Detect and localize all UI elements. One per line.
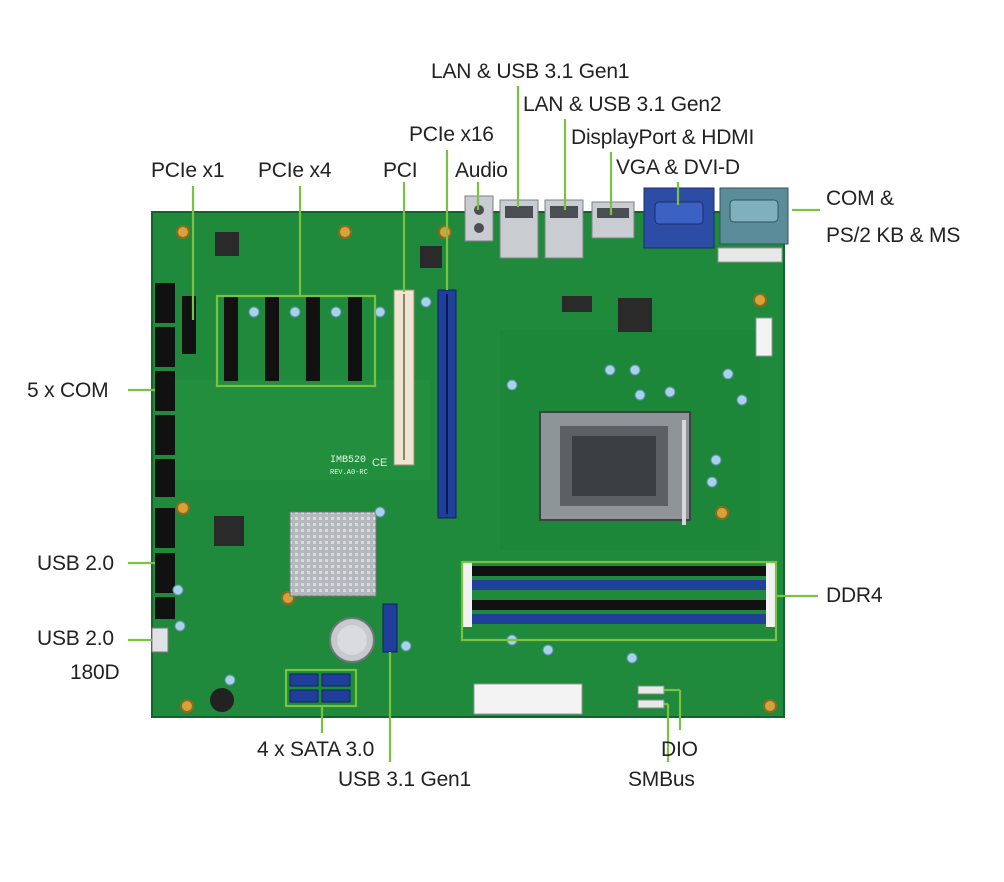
capacitors bbox=[172, 296, 748, 686]
chip bbox=[618, 298, 652, 332]
buzzer-icon bbox=[210, 688, 234, 712]
label-displayport-hdmi: DisplayPort & HDMI bbox=[571, 126, 755, 149]
label-usb31-gen1: USB 3.1 Gen1 bbox=[338, 768, 472, 791]
label-com-ps2-line2: PS/2 KB & MS bbox=[826, 224, 961, 247]
cpu-power-connector bbox=[755, 317, 773, 357]
usb2-headers bbox=[155, 508, 175, 619]
chip bbox=[214, 516, 244, 546]
rear-io bbox=[464, 187, 789, 263]
label-pcie-x4: PCIe x4 bbox=[258, 159, 332, 182]
label-pci: PCI bbox=[383, 159, 418, 182]
silkscreen-ce: CE bbox=[372, 457, 387, 469]
label-five-com: 5 x COM bbox=[27, 379, 109, 402]
dio-header bbox=[637, 685, 665, 695]
chip bbox=[562, 296, 592, 312]
chipset-heatsink bbox=[289, 511, 377, 597]
mounting-holes bbox=[176, 225, 777, 713]
label-pcie-x16: PCIe x16 bbox=[409, 123, 494, 146]
label-usb20: USB 2.0 bbox=[37, 552, 114, 575]
label-usb20-180d-line1: USB 2.0 bbox=[37, 627, 114, 650]
label-dio: DIO bbox=[661, 738, 698, 761]
label-com-ps2-line1: COM & bbox=[826, 187, 894, 210]
atx-power-connector bbox=[473, 683, 583, 715]
label-sata: 4 x SATA 3.0 bbox=[257, 738, 375, 761]
smbus-header bbox=[637, 699, 665, 709]
label-usb20-180d-line2: 180D bbox=[70, 661, 120, 684]
label-vga-dvi: VGA & DVI-D bbox=[616, 156, 740, 179]
label-lan-usb31-gen2: LAN & USB 3.1 Gen2 bbox=[523, 93, 722, 116]
callout-lines bbox=[128, 86, 820, 762]
chip bbox=[215, 232, 239, 256]
pcie-x4-slots bbox=[224, 296, 362, 381]
chip bbox=[420, 246, 442, 268]
ddr4-slots bbox=[462, 563, 776, 627]
label-smbus: SMBus bbox=[628, 768, 695, 791]
usb31-gen1-header bbox=[382, 603, 398, 653]
label-pcie-x1: PCIe x1 bbox=[151, 159, 225, 182]
silkscreen-model: IMB520 bbox=[330, 455, 366, 466]
usb2-180d-port bbox=[151, 627, 169, 653]
label-audio: Audio bbox=[455, 159, 508, 182]
com-headers bbox=[155, 283, 175, 497]
lga-socket-icon bbox=[539, 411, 691, 525]
sata-ports bbox=[289, 673, 351, 703]
label-ddr4: DDR4 bbox=[826, 584, 883, 607]
label-lan-usb31-gen1: LAN & USB 3.1 Gen1 bbox=[431, 60, 630, 83]
silkscreen-rev: REV.A0-RC bbox=[330, 469, 368, 477]
